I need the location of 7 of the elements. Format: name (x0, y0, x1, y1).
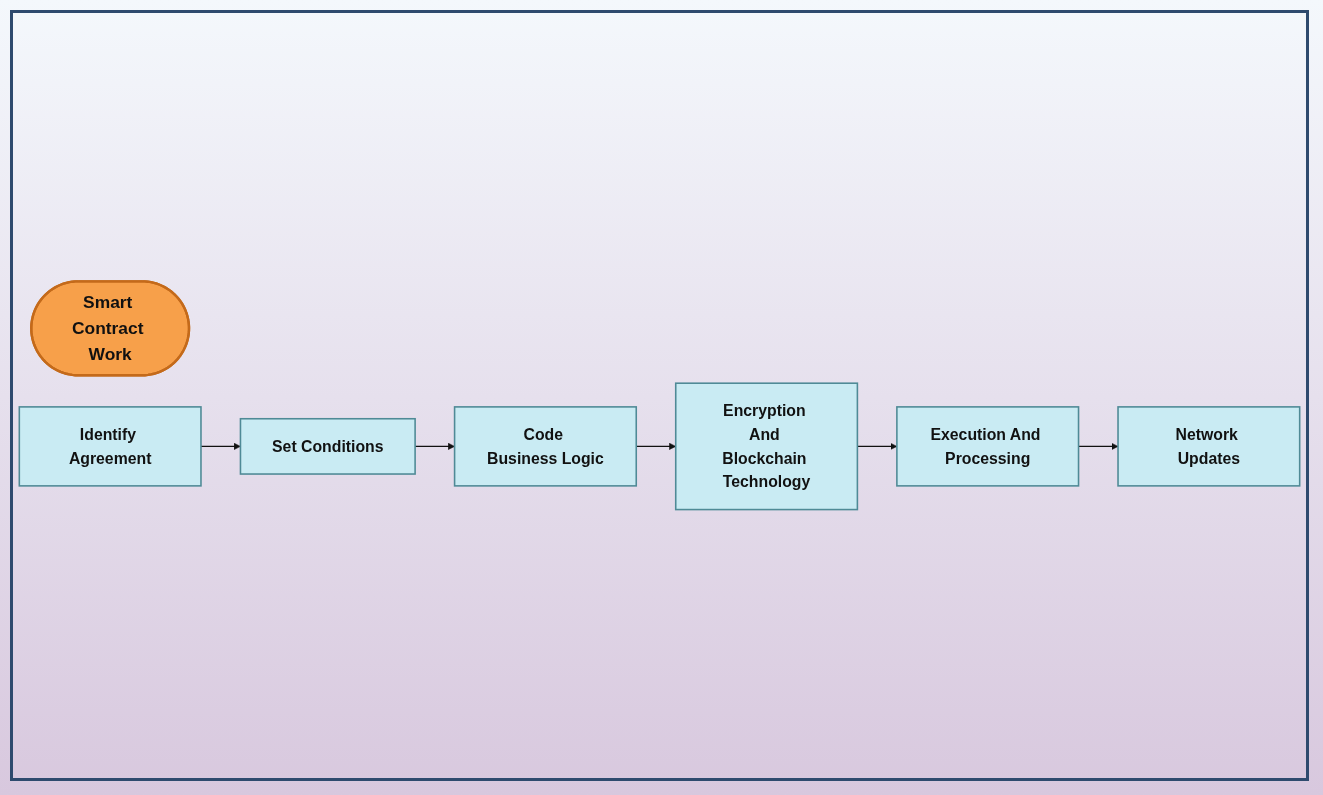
node-box: Encryption And Blockchain Technology (674, 382, 859, 511)
arrow (200, 442, 241, 450)
node-box: Code Business Logic (453, 406, 638, 487)
node-box: Network Updates (1117, 406, 1301, 487)
node-box: Set Conditions (239, 418, 416, 475)
node-box: Identify Agreement (18, 406, 202, 487)
node-box: Execution And Processing (896, 406, 1080, 487)
